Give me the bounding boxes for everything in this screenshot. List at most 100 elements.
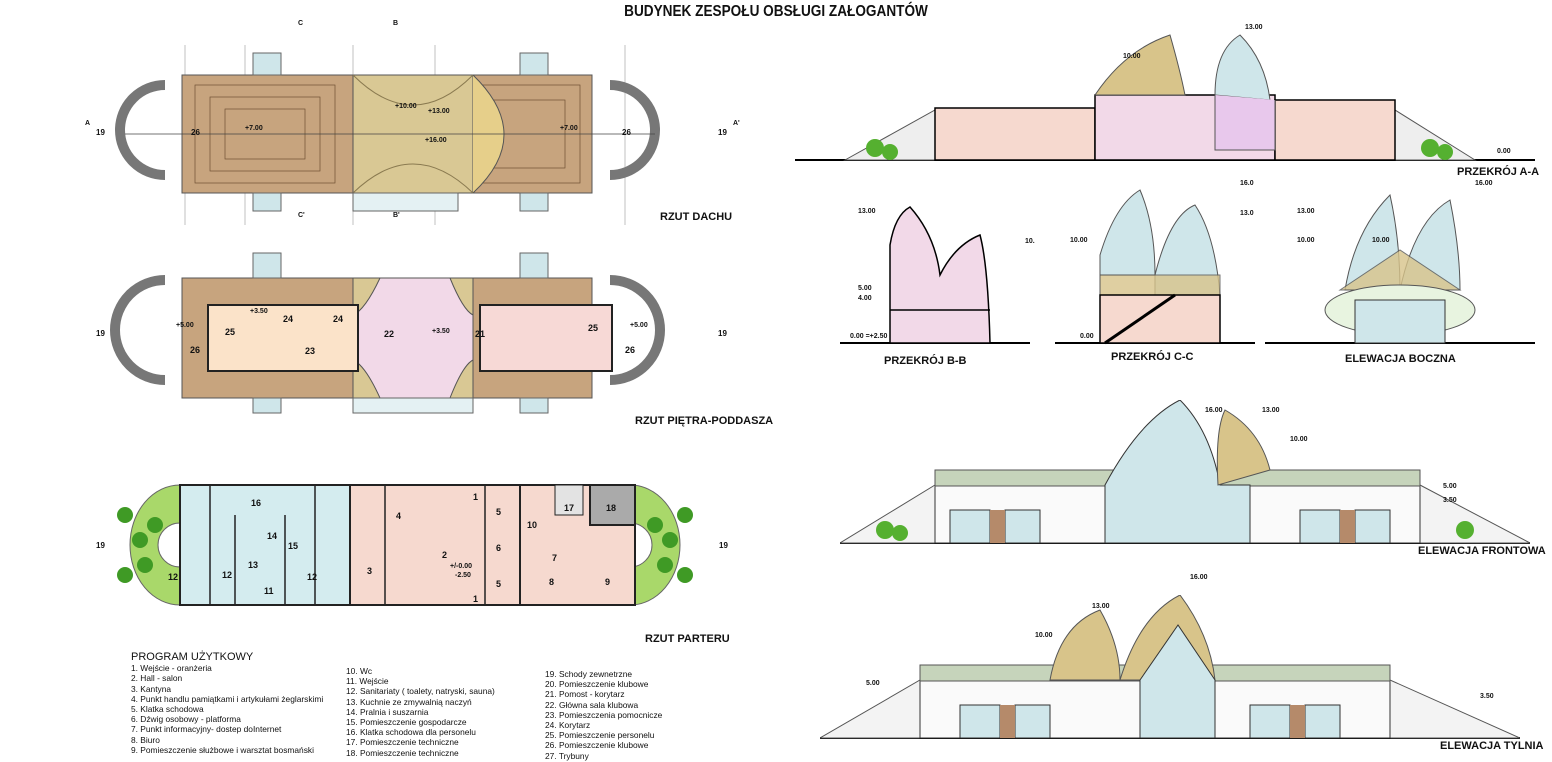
room-num: 26 — [622, 128, 631, 137]
section-mark: B — [393, 20, 399, 27]
room-num: 25 — [588, 323, 599, 333]
level-mark: 10.00 — [1297, 237, 1315, 244]
level-mark: 5.00 — [1443, 483, 1457, 490]
legend-item: 21. Pomost - korytarz — [545, 689, 625, 700]
room-num: 12 — [307, 572, 318, 582]
level-mark: 5.00 — [866, 680, 880, 687]
front-elevation-drawing — [840, 400, 1530, 544]
section-aa-label: PRZEKRÓJ A-A — [1457, 166, 1540, 178]
level-mark: 5.00 — [858, 285, 872, 292]
stair-num-19: 19 — [718, 128, 727, 137]
attic-plan-label: RZUT PIĘTRA-PODDASZA — [635, 415, 774, 427]
legend-item: 17. Pomieszczenie techniczne — [346, 737, 459, 748]
ground-plan-label: RZUT PARTERU — [645, 633, 730, 645]
level-mark: -2.50 — [455, 572, 471, 579]
section-cc-drawing — [1055, 189, 1255, 345]
level-mark: 10. — [1025, 238, 1035, 245]
legend-item: 1. Wejście - oranżeria — [131, 663, 212, 674]
legend-item: 15. Pomieszczenie gospodarcze — [346, 717, 467, 728]
legend-item: 24. Korytarz — [545, 720, 591, 731]
roof-plan — [115, 45, 660, 225]
room-num: 16 — [251, 498, 262, 508]
legend-item: 16. Klatka schodowa dla personelu — [346, 727, 476, 738]
legend-item: 6. Dźwig osobowy - platforma — [131, 714, 241, 725]
level-mark: 10.00 — [1035, 632, 1053, 639]
room-num: 14 — [267, 531, 278, 541]
legend-item: 23. Pomieszczenia pomocnicze — [545, 709, 663, 720]
legend-item: 13. Kuchnie ze zmywalnią naczyń — [346, 696, 472, 707]
legend-item: 25. Pomieszczenie personelu — [545, 730, 655, 741]
level-mark: 13.0 — [1240, 210, 1254, 217]
room-num: 26 — [190, 345, 201, 355]
stair-num-19: 19 — [718, 329, 727, 338]
stair-num-19: 19 — [96, 128, 105, 137]
stair-num-19: 19 — [96, 541, 105, 550]
section-mark: C' — [298, 212, 305, 219]
level-mark: +10.00 — [395, 103, 417, 110]
section-aa-drawing — [795, 34, 1535, 161]
room-num: 15 — [288, 541, 299, 551]
legend-item: 4. Punkt handlu pamiątkami i artykułami … — [131, 693, 324, 704]
legend-item: 22. Główna sala klubowa — [545, 699, 639, 710]
level-mark: +5.00 — [176, 322, 194, 329]
legend-item: 26. Pomieszczenie klubowe — [545, 740, 649, 751]
room-num: 25 — [225, 327, 236, 337]
legend-item: 14. Pralnia i suszarnia — [346, 706, 429, 717]
room-num: 7 — [552, 553, 558, 563]
legend-item: 18. Pomieszczenie techniczne — [346, 747, 459, 758]
legend-item: 19. Schody zewnetrzne — [545, 669, 633, 679]
level-mark: 10.00 — [1070, 237, 1088, 244]
level-mark: 3.50 — [1480, 693, 1494, 700]
legend-item: 3. Kantyna — [131, 683, 172, 694]
ground-plan — [117, 484, 693, 606]
room-num: 22 — [384, 329, 395, 339]
level-mark: +7.00 — [245, 125, 263, 132]
legend-item: 27. Trybuny — [545, 750, 589, 761]
room-num: 8 — [549, 577, 555, 587]
level-mark: 0.00 — [1080, 333, 1094, 340]
room-num: 24 — [333, 314, 344, 324]
room-num: 21 — [475, 329, 486, 339]
attic-plan — [110, 252, 665, 414]
legend-item: 2. Hall - salon — [131, 673, 183, 684]
room-num: 10 — [527, 520, 538, 530]
level-mark: 4.00 — [858, 295, 872, 302]
room-num: 26 — [191, 128, 200, 137]
level-mark: +16.00 — [425, 137, 447, 144]
legend-item: 8. Biuro — [131, 734, 160, 745]
sheet-title: BUDYNEK ZESPOŁU OBSŁUGI ZAŁOGANTÓW — [624, 3, 928, 20]
room-num: 23 — [305, 346, 316, 356]
legend-item: 20. Pomieszczenie klubowe — [545, 679, 649, 690]
room-num: 12 — [222, 570, 233, 580]
level-mark: 16.00 — [1205, 407, 1223, 414]
level-mark: 0.00 =+2.50 — [850, 333, 888, 340]
level-mark: +13.00 — [428, 108, 450, 115]
stair-num-19: 19 — [96, 329, 105, 338]
level-mark: 0.00 — [1497, 148, 1511, 155]
room-num: 1 — [473, 594, 479, 604]
level-mark: 13.00 — [1262, 407, 1280, 414]
level-mark: 10.00 — [1290, 436, 1308, 443]
room-num: 6 — [496, 543, 502, 553]
section-cc-label: PRZEKRÓJ C-C — [1111, 351, 1194, 363]
level-mark: 13.00 — [1245, 24, 1263, 31]
room-num: 12 — [168, 572, 179, 582]
rear-elevation-drawing — [820, 595, 1520, 739]
level-mark: +/-0.00 — [450, 563, 472, 570]
room-num: 26 — [625, 345, 636, 355]
level-mark: 10.00 — [1372, 237, 1390, 244]
room-num: 5 — [496, 507, 502, 517]
level-mark: 16.00 — [1190, 574, 1208, 581]
legend-item: 5. Klatka schodowa — [131, 704, 204, 715]
legend-item: 11. Wejście — [346, 676, 389, 687]
stair-num-19: 19 — [719, 541, 728, 550]
room-num: 3 — [367, 566, 373, 576]
section-mark: B' — [393, 212, 400, 219]
legend-item: 10. Wc — [346, 666, 373, 676]
section-bb-drawing — [840, 206, 1030, 344]
room-num: 1 — [473, 492, 479, 502]
level-mark: 10.00 — [1123, 53, 1141, 60]
section-mark: A' — [733, 120, 740, 127]
